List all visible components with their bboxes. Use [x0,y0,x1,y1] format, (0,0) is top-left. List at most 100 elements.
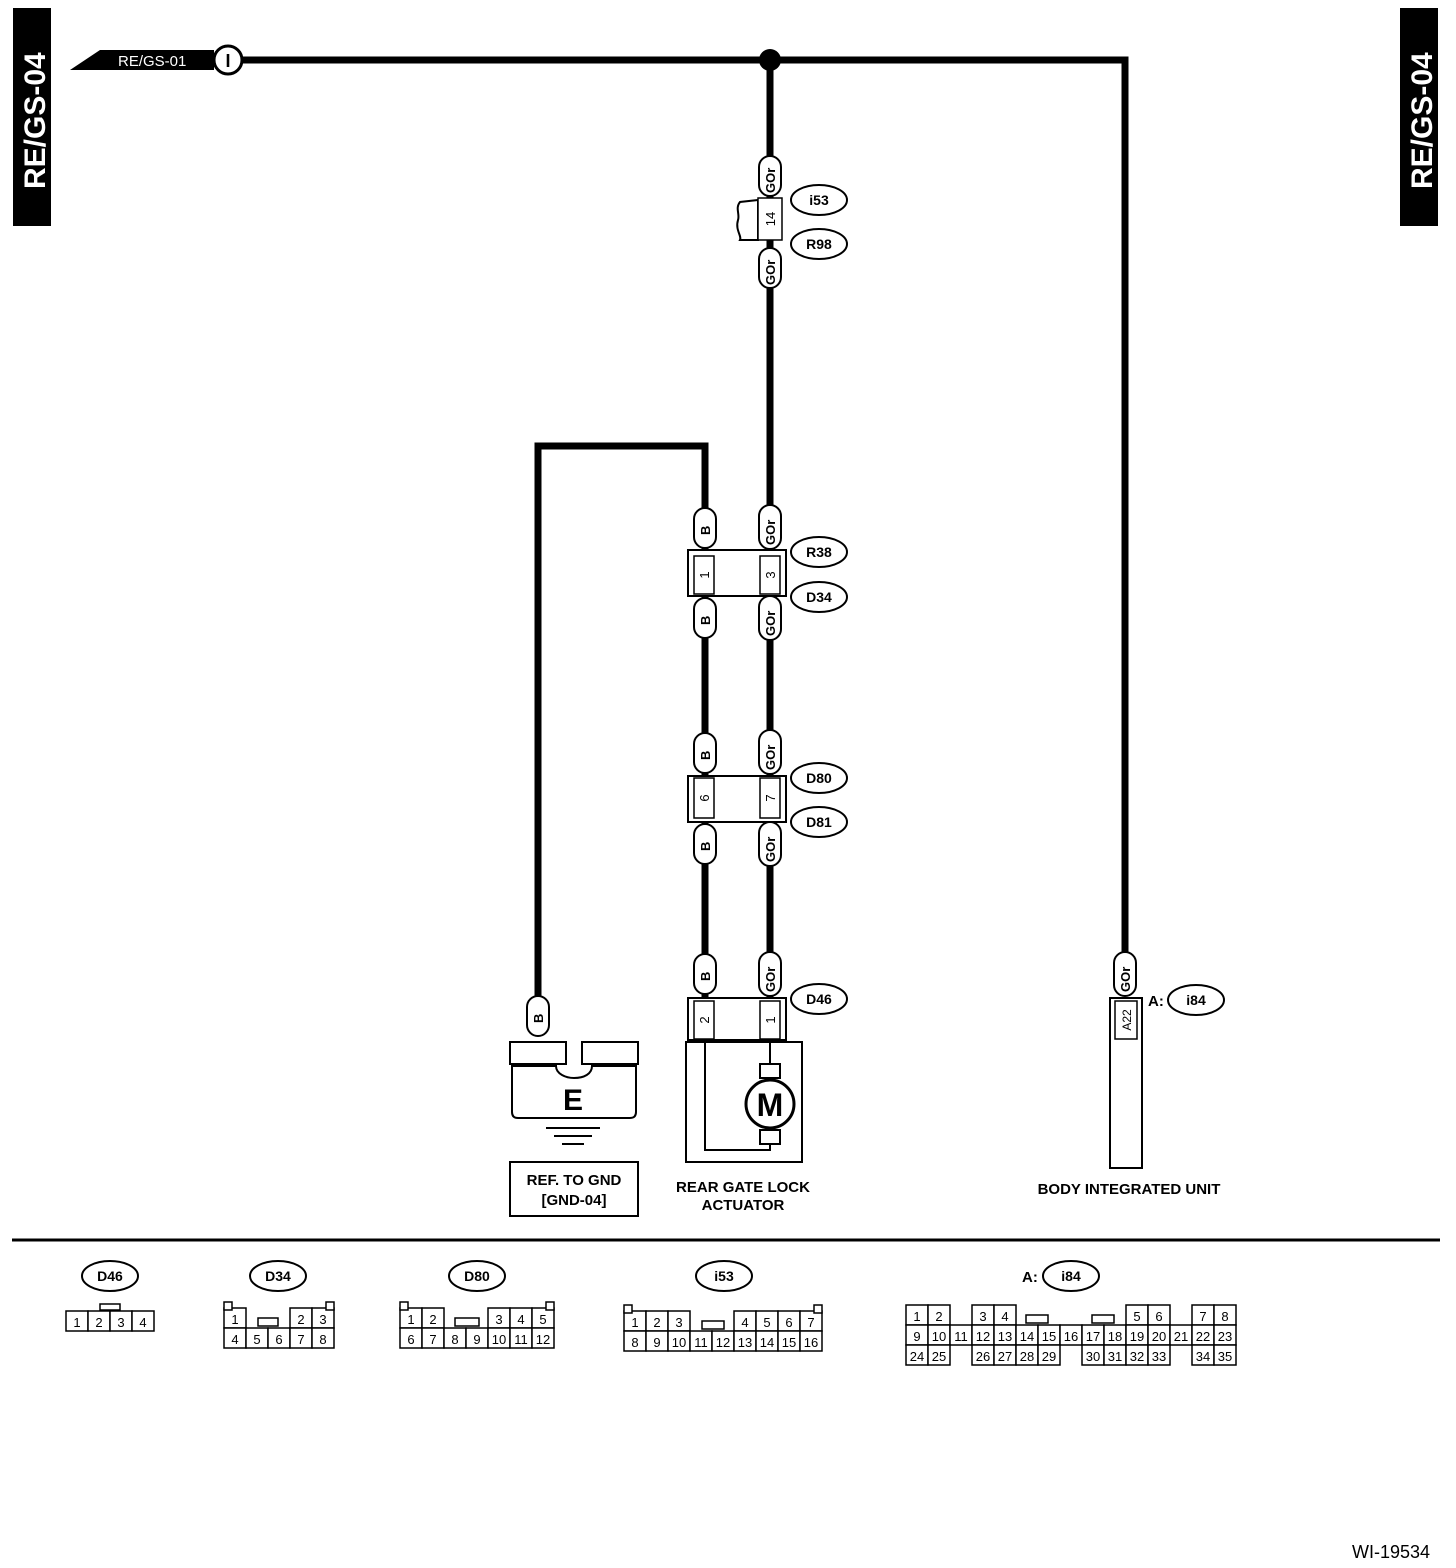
side-tab-right-text: RE/GS-04 [1406,52,1439,189]
i53-pin-12: 12 [716,1335,730,1350]
svg-text:GOr: GOr [763,260,778,285]
pin-i53-14: 14 [763,212,778,226]
svg-text:GOr: GOr [763,967,778,992]
i53-pin-10: 10 [672,1335,686,1350]
svg-text:B: B [698,526,713,535]
d34-pin-7: 7 [297,1332,304,1347]
i53-pin-9: 9 [653,1335,660,1350]
wire-label-b-2: B [693,597,717,639]
connector-i53-r98: 14 i53 R98 [736,184,848,260]
svg-text:B: B [698,751,713,760]
ground-ref-line2: [GND-04] [541,1192,606,1209]
d34-pin-6: 6 [275,1332,282,1347]
connector-label-i84: i84 [1186,992,1206,1008]
i84-pin-11: 11 [954,1329,968,1344]
wire-label-gor-2: GOr [758,247,782,289]
footer-code: WI-19534 [1352,1542,1430,1562]
svg-text:A:: A: [1022,1269,1038,1286]
pin-d34-3: 3 [763,571,778,578]
svg-text:D46: D46 [97,1268,123,1284]
d46-pin-4: 4 [139,1315,146,1330]
i84-pin-2: 2 [935,1309,942,1324]
d80-pin-12: 12 [536,1332,550,1347]
d80-pin-11: 11 [514,1332,528,1347]
ground-point: E REF. TO GND [GND-04] [509,1041,639,1217]
pin-i84-a22: A22 [1120,1009,1134,1031]
i84-pin-8: 8 [1221,1309,1228,1324]
wire-label-b-4: B [693,823,717,865]
d80-pin-1: 1 [407,1312,414,1327]
i53-pin-13: 13 [738,1335,752,1350]
connector-label-i53: i53 [809,192,829,208]
svg-text:D34: D34 [265,1268,291,1284]
d34-pin-8: 8 [319,1332,326,1347]
connector-label-r98: R98 [806,236,832,252]
i84-pin-28: 28 [1020,1349,1034,1364]
wire-labels: GOr GOr GOr GOr GOr GOr GOr GOr B B B B … [526,155,1137,1037]
i84-pin-13: 13 [998,1329,1012,1344]
actuator-label-line2: ACTUATOR [702,1197,785,1214]
connector-label-d34: D34 [806,589,832,605]
svg-text:GOr: GOr [763,745,778,770]
d34-pin-1: 1 [231,1312,238,1327]
i53-pin-5: 5 [763,1315,770,1330]
i84-pin-18: 18 [1108,1329,1122,1344]
i84-pin-34: 34 [1196,1349,1210,1364]
i84-pin-9: 9 [913,1329,920,1344]
d80-pin-3: 3 [495,1312,502,1327]
connector-d80-d81: 6 7 D80 D81 [687,762,848,838]
d80-pin-7: 7 [429,1332,436,1347]
d80-pin-5: 5 [539,1312,546,1327]
svg-text:GOr: GOr [763,837,778,862]
svg-text:B: B [698,842,713,851]
pin-d46-2: 2 [697,1016,712,1023]
i53-pin-1: 1 [631,1315,638,1330]
i53-pin-8: 8 [631,1335,638,1350]
connector-label-d80: D80 [806,770,832,786]
wire-label-gor-6: GOr [758,821,782,867]
svg-text:B: B [698,616,713,625]
i84-pin-23: 23 [1218,1329,1232,1344]
d34-pin-3: 3 [319,1312,326,1327]
i84-pin-24: 24 [910,1349,924,1364]
i84-pin-30: 30 [1086,1349,1100,1364]
d46-pin-3: 3 [117,1315,124,1330]
i84-pin-19: 19 [1130,1329,1144,1344]
wires [242,49,1129,1000]
i84-pin-16: 16 [1064,1329,1078,1344]
i53-pin-6: 6 [785,1315,792,1330]
wire-label-gor-4: GOr [758,595,782,641]
ref-arrow: RE/GS-01 I [70,44,244,76]
wire-label-gor-8: GOr [1113,951,1137,997]
d80-pin-9: 9 [473,1332,480,1347]
ground-symbol: E [563,1084,583,1117]
motor-symbol: M [757,1087,784,1123]
ground-ref-line1: REF. TO GND [527,1172,622,1189]
i84-pin-3: 3 [979,1309,986,1324]
svg-text:i84: i84 [1061,1268,1081,1284]
i53-pin-7: 7 [807,1315,814,1330]
d80-pin-8: 8 [451,1332,458,1347]
pin-d80-7: 7 [763,794,778,801]
side-tab-left: RE/GS-04 [13,8,52,226]
d46-pin-1: 1 [73,1315,80,1330]
i53-pin-4: 4 [741,1315,748,1330]
svg-text:i53: i53 [714,1268,734,1284]
pin-d46-1: 1 [763,1016,778,1023]
i84-pin-14: 14 [1020,1329,1034,1344]
i53-pin-14: 14 [760,1335,774,1350]
connector-prefix-i84: A: [1148,993,1164,1010]
connector-label-d46: D46 [806,991,832,1007]
svg-text:GOr: GOr [763,520,778,545]
d46-pin-2: 2 [95,1315,102,1330]
svg-text:GOr: GOr [763,611,778,636]
i84-pin-32: 32 [1130,1349,1144,1364]
i53-pin-3: 3 [675,1315,682,1330]
i53-pin-11: 11 [694,1335,708,1350]
connector-label-d81: D81 [806,814,832,830]
ref-arrow-symbol: I [225,51,230,71]
